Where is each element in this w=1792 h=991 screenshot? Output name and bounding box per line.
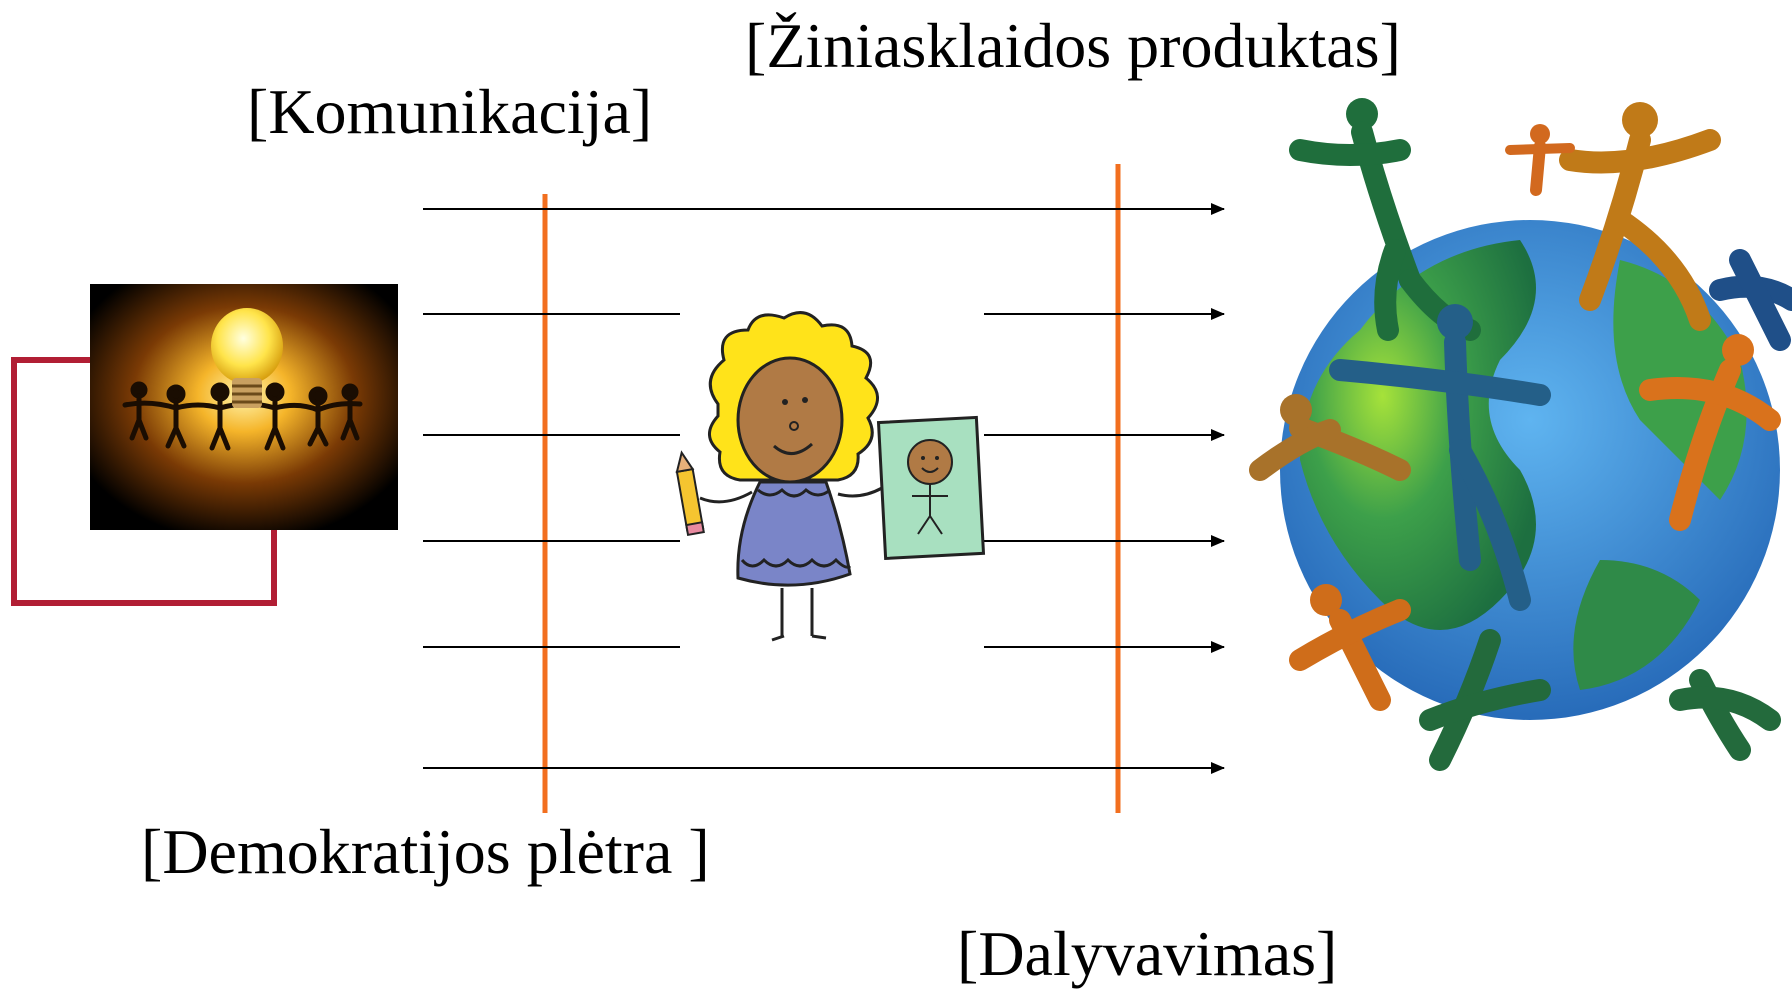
label-democracy: [Demokratijos plėtra ] xyxy=(141,816,710,887)
globe-people-picture xyxy=(1249,98,1792,771)
label-media-product: [Žiniasklaidos produktas] xyxy=(745,10,1401,81)
child-drawing-picture xyxy=(675,311,986,662)
label-participation: [Dalyvavimas] xyxy=(957,918,1338,989)
label-communication: [Komunikacija] xyxy=(247,76,653,147)
lightbulb-people-picture xyxy=(90,284,398,530)
